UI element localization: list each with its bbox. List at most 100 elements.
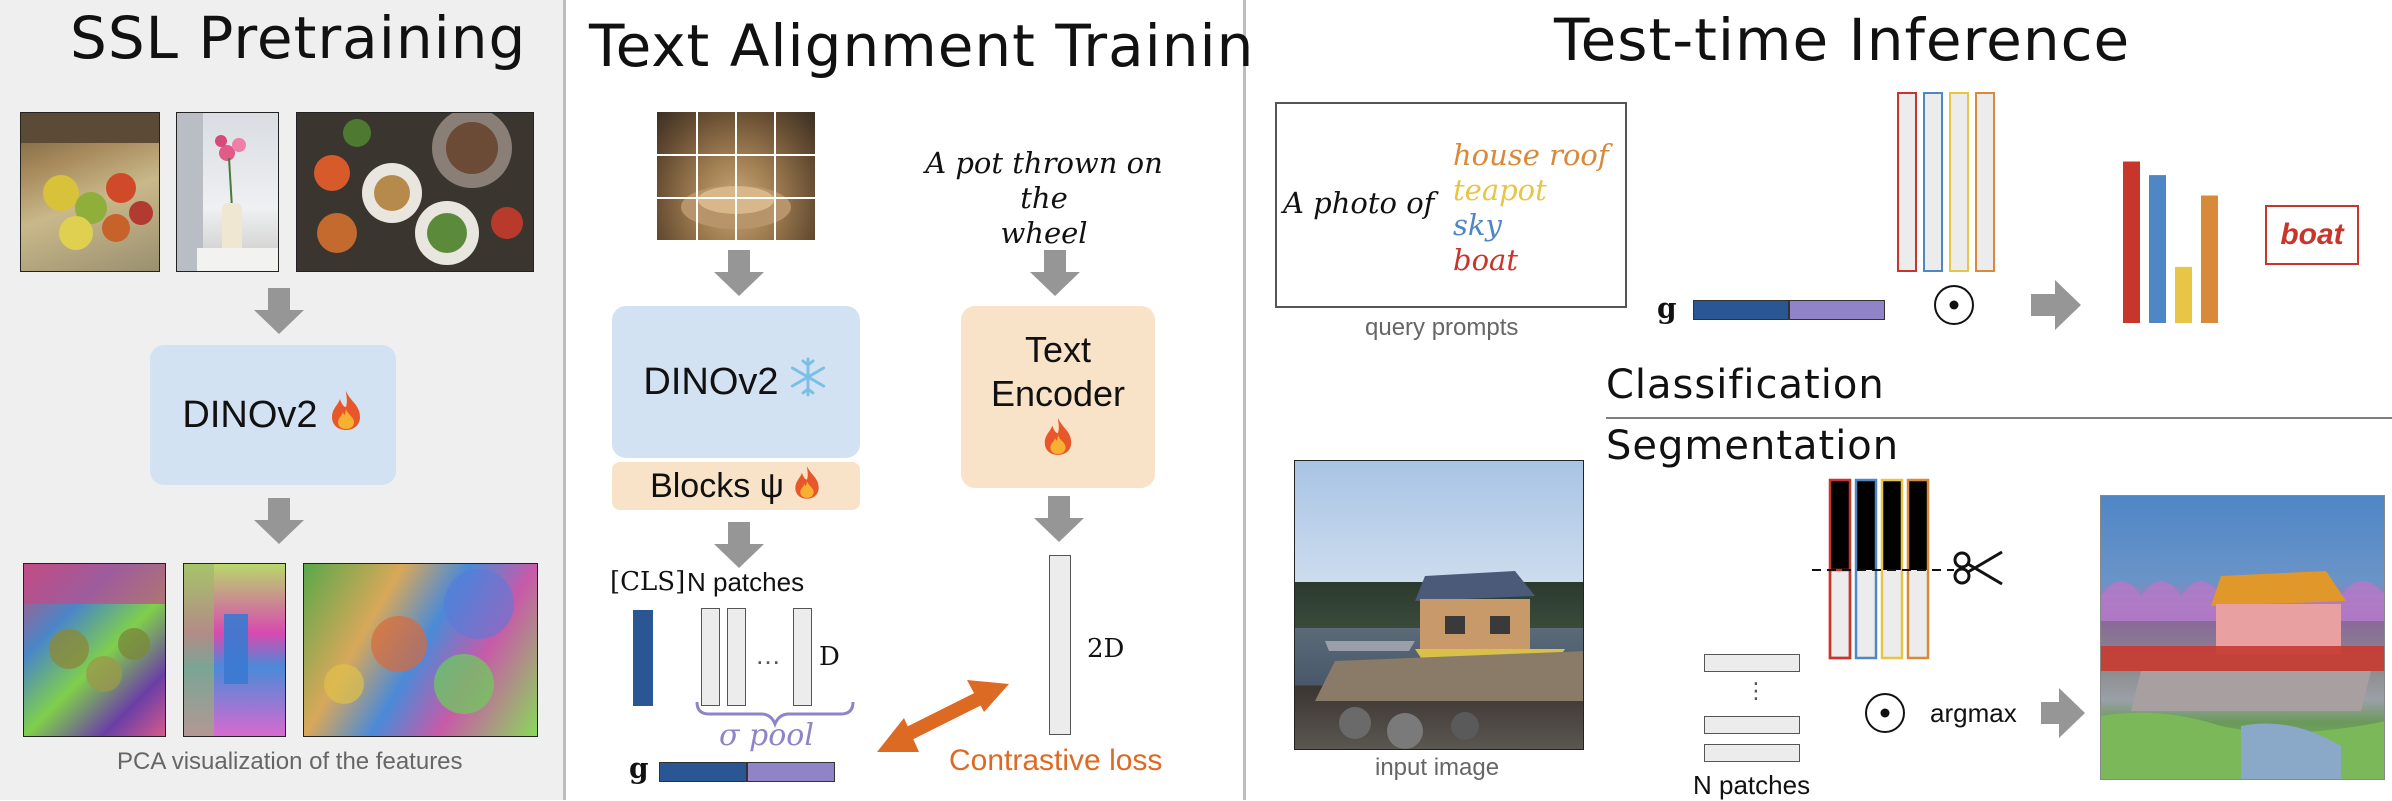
patch-dots: … (755, 640, 781, 670)
prompt-class-teapot: teapot (1453, 173, 1547, 207)
text-embedding-house-roof (1897, 92, 1917, 272)
pca-map-vase (183, 563, 286, 737)
predicted-class-badge: boat (2265, 205, 2359, 265)
patch-token-bar (793, 608, 812, 706)
arrow-down-icon (1030, 250, 1080, 296)
inference-graphics (1606, 161, 2392, 738)
fruit-illustration (21, 113, 159, 250)
patch-token-bar (701, 608, 720, 706)
prompt-prefix: A photo of (1283, 186, 1435, 220)
patch-grid (657, 112, 815, 240)
classification-label: Classification (1606, 362, 1885, 408)
arrow-down-icon (254, 288, 304, 334)
dinov2-trainable-box: DINOv2 (150, 345, 396, 485)
arrow-down-icon (1034, 496, 1084, 542)
pca-map-fruit (23, 563, 166, 737)
score-bar-teapot (2175, 266, 2192, 323)
scissors-icon (1953, 550, 2003, 586)
arrow-down-icon (254, 498, 304, 544)
ssl-title: SSL Pretraining (70, 4, 527, 72)
dinov2-label: DINOv2 (182, 393, 318, 436)
n-patches-label: N patches (687, 567, 805, 597)
score-bar-sky (2149, 175, 2166, 323)
patch-token-bar (1704, 716, 1800, 734)
pool-bracket (695, 701, 855, 729)
argmax-label: argmax (1930, 698, 2017, 728)
blocks-psi-label: Blocks ψ (650, 466, 784, 505)
arrow-right-icon (2031, 280, 2081, 330)
input-image (1294, 460, 1584, 750)
text-encoder-box: Text Encoder (961, 306, 1155, 488)
blocks-psi-box: Blocks ψ (612, 462, 860, 510)
text-encoder-line1: Text (1024, 329, 1092, 370)
prompt-class-boat: boat (1453, 243, 1518, 277)
prompt-class-list: house roof teapot sky boat (1453, 138, 1609, 278)
training-caption-line2: wheel (1000, 216, 1088, 250)
g-vector-pool-part (1789, 300, 1885, 320)
dot-product-icon (1934, 285, 1974, 325)
cls-token-bar (633, 610, 653, 706)
training-caption: A pot thrown on the wheel (899, 146, 1189, 251)
cls-label: [CLS] (610, 567, 686, 597)
vase-illustration (177, 113, 278, 271)
score-bar-house-roof (2201, 195, 2218, 323)
ssl-panel: SSL Pretraining DIN (0, 0, 566, 800)
query-prompts-box: A photo of house roof teapot sky boat (1275, 102, 1627, 308)
arrow-down-icon (714, 522, 764, 568)
dinov2-frozen-label: DINOv2 (643, 360, 779, 403)
contrastive-loss-label: Contrastive loss (949, 744, 1163, 777)
text-embedding-boat (1975, 92, 1995, 272)
dot-product-icon (1865, 693, 1905, 733)
training-caption-line1: A pot thrown on the (925, 146, 1163, 215)
patch-vdots: ⋮ (1745, 678, 1767, 703)
snowflake-icon (787, 356, 829, 408)
segmentation-text-embeddings (1828, 478, 1930, 660)
g-label: g (629, 752, 649, 785)
dinov2-frozen-box: DINOv2 (612, 306, 860, 458)
fire-icon (1041, 416, 1075, 466)
g-vector-pool-part (747, 762, 835, 782)
text-encoder-line2: Encoder (990, 373, 1126, 414)
text-alignment-panel: Text Alignment Training A pot thrown on … (569, 0, 1291, 800)
house-scene (1315, 571, 1583, 749)
prompt-class-sky: sky (1453, 208, 1502, 242)
contrastive-double-arrow-icon (877, 680, 1009, 752)
inference-title: Test-time Inference (1554, 6, 2131, 74)
arrow-right-icon (2041, 688, 2085, 738)
fire-icon (792, 464, 822, 509)
sigma-pool-label: σ pool (719, 718, 814, 753)
pca-map-food (303, 563, 538, 737)
g-vector-cls-part (1693, 300, 1789, 320)
text-embedding-bar (1049, 555, 1071, 735)
pottery-photo (657, 112, 815, 240)
fire-icon (328, 389, 364, 441)
fruit-photo (20, 112, 160, 272)
segmentation-label: Segmentation (1606, 423, 1900, 469)
d-dimension-label: D (819, 642, 840, 672)
patch-token-bar (1704, 654, 1800, 672)
pca-illustration (324, 569, 514, 714)
inference-panel: Test-time Inference A photo of house roo… (1249, 0, 2392, 800)
text-embedding-sky (1923, 92, 1943, 272)
arrow-down-icon (714, 250, 764, 296)
text-alignment-title: Text Alignment Training (589, 12, 1293, 80)
segmentation-regions (2101, 571, 2384, 779)
n-patches-label: N patches (1693, 770, 1811, 800)
g-label: g (1657, 292, 1677, 325)
score-bar-boat (2123, 161, 2140, 323)
patch-token-bar (1704, 744, 1800, 762)
patch-token-bar (727, 608, 746, 706)
food-illustration (314, 113, 523, 265)
pca-caption: PCA visualization of the features (117, 748, 463, 775)
pca-illustration (184, 564, 248, 736)
query-prompts-caption: query prompts (1365, 314, 1519, 341)
g-vector-cls-part (659, 762, 747, 782)
classification-score-bars (2123, 161, 2218, 323)
two-d-dimension-label: 2D (1087, 634, 1125, 664)
food-photo (296, 112, 534, 272)
sigma-pool-text: σ pool (719, 718, 814, 753)
pca-illustration (24, 564, 165, 692)
vase-photo (176, 112, 279, 272)
ssl-arrows (254, 288, 304, 544)
prompt-class-house-roof: house roof (1453, 138, 1609, 172)
